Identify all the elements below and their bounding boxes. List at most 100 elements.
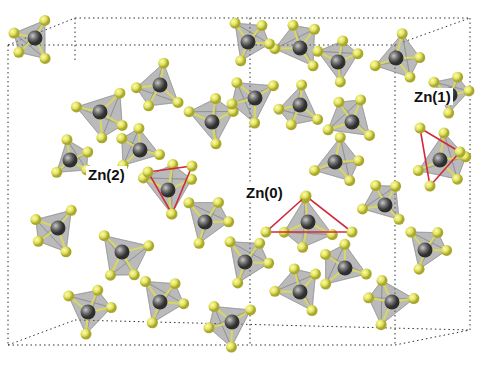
s-atom [225, 236, 236, 247]
zn-atom [345, 115, 360, 130]
zns4-tetrahedron [71, 88, 128, 144]
unit-cell [8, 18, 470, 345]
site-label: Zn(0) [244, 184, 285, 201]
site-label: Zn(1) [412, 88, 453, 105]
s-atom [99, 230, 110, 241]
s-atom [301, 191, 312, 202]
s-atom [312, 46, 323, 57]
zn-atom [93, 105, 108, 120]
s-atom [133, 123, 144, 134]
zn-atom [133, 143, 148, 158]
s-atom [230, 18, 241, 29]
s-atom [143, 240, 154, 251]
s-atom [209, 301, 220, 312]
cell-edge [8, 45, 9, 345]
zns4-tetrahedron [203, 301, 256, 353]
zn-atom [153, 295, 168, 310]
s-atom [170, 278, 181, 289]
s-atom [167, 209, 178, 220]
s-atom [183, 197, 194, 208]
s-atom [408, 293, 419, 304]
zns4-tetrahedron [99, 230, 154, 280]
tetra-face [189, 203, 229, 244]
s-atom [231, 77, 242, 88]
s-atom [13, 47, 24, 58]
s-atom [312, 114, 323, 125]
cell-edge [8, 345, 395, 346]
s-atom [63, 290, 74, 301]
s-atom [105, 270, 116, 281]
zn-atom [385, 295, 400, 310]
s-atom [235, 55, 246, 66]
s-atom [232, 277, 243, 288]
zns4-tetrahedron [140, 276, 189, 328]
s-atom [173, 97, 184, 108]
s-atom [131, 82, 142, 93]
s-atom [269, 286, 280, 297]
s-atom [226, 342, 237, 353]
s-atom [184, 106, 195, 117]
s-atom [33, 236, 44, 247]
zns4-tetrahedron [30, 205, 76, 257]
s-atom [361, 268, 372, 279]
s-atom [187, 161, 198, 172]
s-atom [335, 76, 346, 87]
s-atom [337, 35, 348, 46]
tetra-face [326, 244, 367, 284]
s-atom [194, 238, 205, 249]
s-atom [370, 180, 381, 191]
cell-edge [75, 18, 470, 19]
cell-edge [75, 320, 470, 330]
s-atom [335, 132, 346, 143]
zns4-tetrahedron [230, 18, 275, 67]
s-atom [223, 216, 234, 227]
s-atom [166, 208, 177, 219]
s-atom [261, 227, 272, 238]
s-atom [432, 227, 443, 238]
cell-edge [470, 18, 471, 330]
s-atom [92, 285, 103, 296]
s-atom [129, 269, 140, 280]
s-atom [441, 245, 452, 256]
s-atom [307, 305, 318, 316]
s-atom [308, 60, 319, 71]
tetra-face [275, 269, 312, 311]
zn-atom [248, 91, 263, 106]
zn-atom [389, 51, 404, 66]
s-atom [363, 292, 374, 303]
s-atom [140, 276, 151, 287]
s-atom [256, 20, 267, 31]
tetra-face [76, 93, 122, 125]
s-atom [394, 214, 405, 225]
s-atom [158, 58, 169, 69]
zn-atom [418, 243, 433, 258]
zns4-tetrahedron [323, 94, 375, 141]
s-atom [264, 38, 275, 49]
s-atom [106, 302, 117, 313]
s-atom [377, 275, 388, 286]
zns4-tetrahedron [312, 35, 363, 87]
highlight-triangle [266, 196, 352, 232]
tetra-face [14, 20, 45, 58]
s-atom [39, 15, 50, 26]
s-atom [310, 269, 321, 280]
s-atom [309, 24, 320, 35]
zns4-tetrahedron [320, 239, 372, 290]
s-atom [405, 72, 416, 83]
s-atom [414, 52, 425, 63]
s-atom [143, 167, 154, 178]
s-atom [414, 264, 425, 275]
s-atom [227, 98, 238, 109]
s-atom [289, 263, 300, 274]
zn-atom [241, 35, 256, 50]
tetra-face [328, 100, 369, 136]
tetra-face [232, 86, 273, 123]
s-atom [96, 132, 107, 143]
cell-edge [250, 18, 251, 345]
cell-edge [75, 18, 76, 60]
highlight-triangle [420, 128, 460, 186]
zn-atom [433, 153, 448, 168]
s-atom [296, 79, 307, 90]
zns4-tetrahedron [184, 93, 239, 149]
